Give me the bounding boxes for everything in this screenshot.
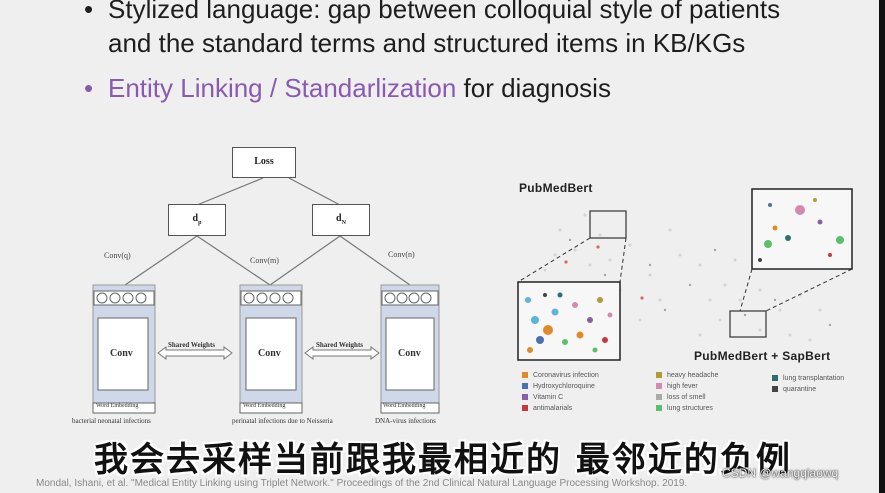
conv-box-mid: Conv [258, 348, 281, 359]
conv-mid-label: Conv(m) [250, 256, 279, 265]
pubmedbert-sapbert-title: PubMedBert + SapBert [694, 349, 831, 363]
legend-label: antimalarials [533, 405, 573, 412]
right-edge-bar [879, 0, 885, 493]
legend-label: Coronavirus infection [533, 372, 599, 379]
video-subtitle: 我会去采样当前跟我最相近的 最邻近的负例 [94, 440, 792, 480]
legend-item: Hydroxychloroquine [522, 383, 595, 390]
legend-swatch-icon [522, 383, 528, 389]
conv-box-right: Conv [398, 348, 421, 359]
shared-weights-right: Shared Weights [316, 341, 364, 349]
shared-weights-left: Shared Weights [168, 341, 216, 349]
word-embedding-right: Word Embedding [383, 403, 426, 409]
citation: Mondal, Ishani, et al. "Medical Entity L… [36, 478, 688, 489]
legend-swatch-icon [522, 394, 528, 400]
legend-label: Vitamin C [533, 394, 564, 401]
distance-positive-node: dp [168, 204, 226, 236]
dp-label: d [192, 213, 199, 224]
legend-item: high fever [656, 383, 698, 390]
conv-left-label: Conv(q) [104, 251, 131, 260]
distance-negative-node: dN [312, 204, 370, 236]
conv-box-left: Conv [110, 348, 133, 359]
legend-item: antimalarials [522, 405, 572, 412]
legend-label: heavy headache [667, 372, 719, 379]
caption-left: bacterial neonatal infections [72, 417, 151, 425]
bullet-2-highlight: Entity Linking / Standarlization [108, 73, 457, 103]
legend-item: lung structures [656, 405, 713, 412]
legend-label: quarantine [783, 386, 817, 393]
bullet-1-line-2: and the standard terms and structured it… [108, 28, 746, 58]
legend-swatch-icon [656, 372, 662, 378]
legend-item: Coronavirus infection [522, 372, 599, 379]
legend-swatch-icon [522, 405, 528, 411]
legend-swatch-icon [656, 383, 662, 389]
pubmedbert-title: PubMedBert [519, 181, 593, 195]
legend-item: loss of smell [656, 394, 706, 401]
bullet-symbol: • [84, 73, 94, 103]
legend-label: high fever [667, 383, 698, 390]
bullet-2-rest: for diagnosis [456, 73, 611, 103]
legend-label: lung transplantation [783, 375, 845, 382]
legend-item: Vitamin C [522, 394, 563, 401]
legend-item: heavy headache [656, 372, 718, 379]
legend-item: lung transplantation [772, 375, 844, 382]
legend-swatch-icon [656, 394, 662, 400]
conv-right-label: Conv(n) [388, 250, 415, 259]
legend-label: Hydroxychloroquine [533, 383, 595, 390]
word-embedding-left: Word Embedding [96, 403, 139, 409]
caption-mid: perinatal infections due to Neisseria [232, 417, 333, 425]
bullet-2-text: Entity Linking / Standarlization for dia… [108, 73, 611, 103]
dn-label: d [336, 213, 342, 224]
word-embedding-mid: Word Embedding [243, 403, 286, 409]
caption-right: DNA-virus infections [375, 417, 436, 425]
legend-swatch-icon [656, 405, 662, 411]
legend-swatch-icon [522, 372, 528, 378]
legend-label: loss of smell [667, 394, 706, 401]
legend-swatch-icon [772, 375, 778, 381]
bullet-symbol: • [84, 0, 94, 24]
bullet-1-line-1: Stylized language: gap between colloquia… [108, 0, 781, 24]
loss-node: Loss [232, 147, 296, 178]
legend-swatch-icon [772, 386, 778, 392]
dp-sub: p [198, 220, 202, 226]
loss-label: Loss [254, 156, 274, 167]
csdn-watermark: CSDN @wangqiaowq [722, 466, 839, 480]
dn-sub: N [341, 220, 346, 226]
legend-label: lung structures [667, 405, 713, 412]
legend-item: quarantine [772, 386, 816, 393]
